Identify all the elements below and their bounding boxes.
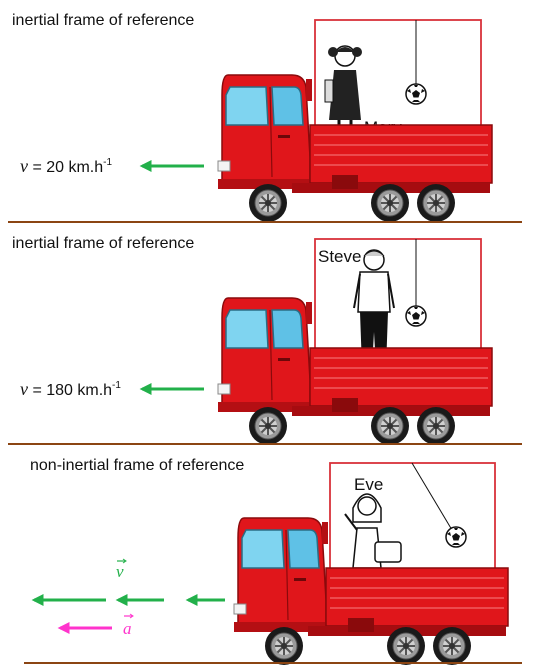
vector-v-label: v	[116, 558, 127, 581]
panel-3-heading: non-inertial frame of reference	[30, 457, 244, 474]
svg-text:v: v	[116, 562, 124, 581]
soccer-ball-icon	[445, 526, 467, 548]
pendulum-string-tilted	[411, 462, 453, 531]
vector-a-label: a	[123, 613, 134, 638]
velocity-label-2: v = 180 km.h-1	[20, 379, 121, 399]
panel-2: inertial frame of reference Steve v = 18…	[8, 235, 522, 445]
svg-text:a: a	[123, 619, 132, 638]
panel-2-heading: inertial frame of reference	[12, 235, 194, 252]
panel-3: non-inertial frame of reference Eve v a	[24, 457, 522, 665]
panel-1: inertial frame of reference Mary v = 20 …	[8, 12, 522, 223]
soccer-ball-icon	[405, 83, 427, 105]
soccer-ball-icon	[405, 305, 427, 327]
velocity-label-1: v = 20 km.h-1	[20, 156, 112, 176]
person-name-eve: Eve	[354, 475, 383, 494]
person-name-steve: Steve	[318, 247, 361, 266]
panel-1-heading: inertial frame of reference	[12, 12, 194, 29]
